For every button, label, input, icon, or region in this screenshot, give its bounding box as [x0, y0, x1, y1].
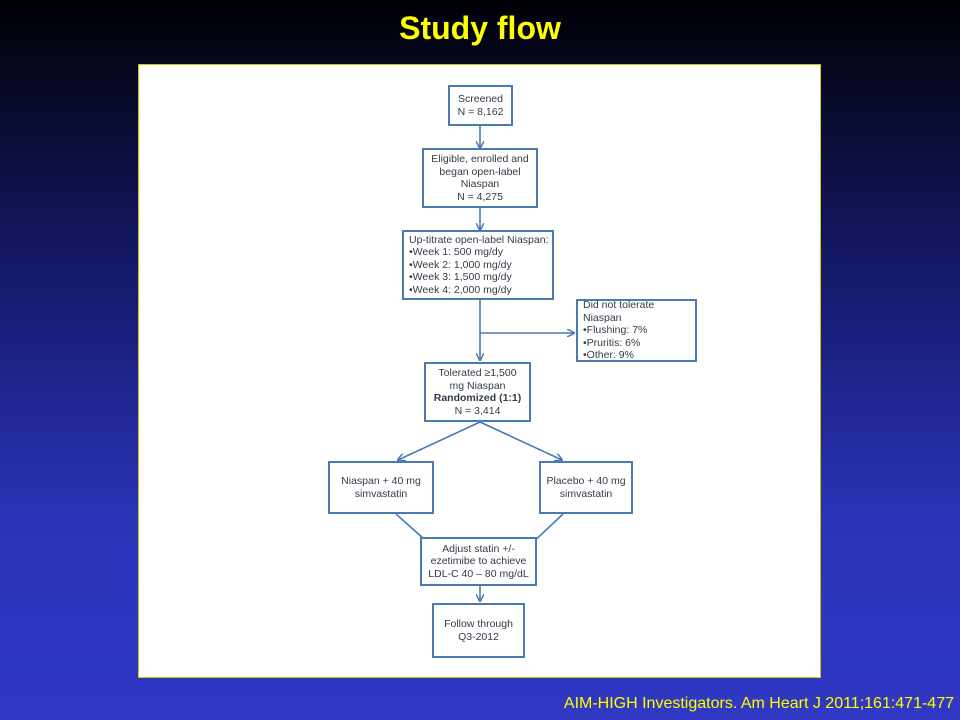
niaspan-arm-line-2: simvastatin — [354, 487, 408, 500]
adjust-line-1: Adjust statin +/- — [442, 542, 515, 555]
arrow-randomized-to-placebo — [479, 421, 562, 460]
eligible-box: Eligible, enrolled and began open-label … — [422, 148, 538, 208]
randomized-box: Tolerated ≥1,500 mg Niaspan Randomized (… — [424, 362, 531, 422]
intolerant-pruritis: •Pruritis: 6% — [583, 336, 641, 349]
flowchart-panel: Screened N = 8,162 Eligible, enrolled an… — [138, 64, 821, 678]
randomized-label: Randomized (1:1) — [433, 392, 522, 404]
follow-line-1: Follow through — [444, 618, 513, 630]
follow-box: Follow through Q3-2012 — [432, 603, 525, 658]
randomized-line-2: mg Niaspan — [449, 379, 506, 392]
randomized-line-1: Tolerated ≥1,500 — [438, 367, 517, 379]
placebo-arm-box: Placebo + 40 mg simvastatin — [539, 461, 633, 514]
uptitrate-box: Up-titrate open-label Niaspan: •Week 1: … — [402, 230, 554, 300]
niaspan-arm-line-1: Niaspan + 40 mg — [341, 475, 421, 487]
screened-count: N = 8,162 — [457, 105, 504, 118]
adjust-line-2: ezetimibe to achieve — [430, 555, 527, 568]
uptitrate-week-2: •Week 2: 1,000 mg/dy — [409, 258, 512, 271]
slide-title: Study flow — [399, 10, 561, 46]
eligible-line-1: Eligible, enrolled and — [431, 153, 529, 165]
uptitrate-week-1: •Week 1: 500 mg/dy — [409, 246, 503, 259]
placebo-arm-line-2: simvastatin — [559, 487, 613, 500]
eligible-line-2: began open-label — [439, 165, 521, 178]
intolerant-box: Did not tolerate Niaspan •Flushing: 7% •… — [576, 299, 697, 362]
placebo-arm-line-1: Placebo + 40 mg — [546, 475, 626, 487]
follow-line-2: Q3-2012 — [458, 630, 499, 643]
uptitrate-week-4: •Week 4: 2,000 mg/dy — [409, 283, 512, 296]
intolerant-other: •Other: 9% — [583, 349, 634, 362]
eligible-count: N = 4,275 — [457, 190, 503, 203]
screened-label: Screened — [458, 93, 503, 105]
randomized-count: N = 3,414 — [454, 404, 501, 417]
intolerant-flushing: •Flushing: 7% — [583, 324, 648, 337]
niaspan-arm-box: Niaspan + 40 mg simvastatin — [328, 461, 434, 514]
uptitrate-heading: Up-titrate open-label Niaspan: — [409, 233, 549, 246]
intolerant-heading: Did not tolerate Niaspan — [583, 299, 655, 324]
eligible-line-3: Niaspan — [460, 178, 500, 190]
adjust-line-3: LDL-C 40 – 80 mg/dL — [428, 567, 529, 580]
adjust-box: Adjust statin +/- ezetimibe to achieve L… — [420, 537, 537, 586]
screened-box: Screened N = 8,162 — [448, 85, 513, 126]
arrow-randomized-to-niaspan — [398, 421, 481, 460]
uptitrate-week-3: •Week 3: 1,500 mg/dy — [409, 271, 512, 284]
citation: AIM-HIGH Investigators. Am Heart J 2011;… — [563, 695, 954, 712]
